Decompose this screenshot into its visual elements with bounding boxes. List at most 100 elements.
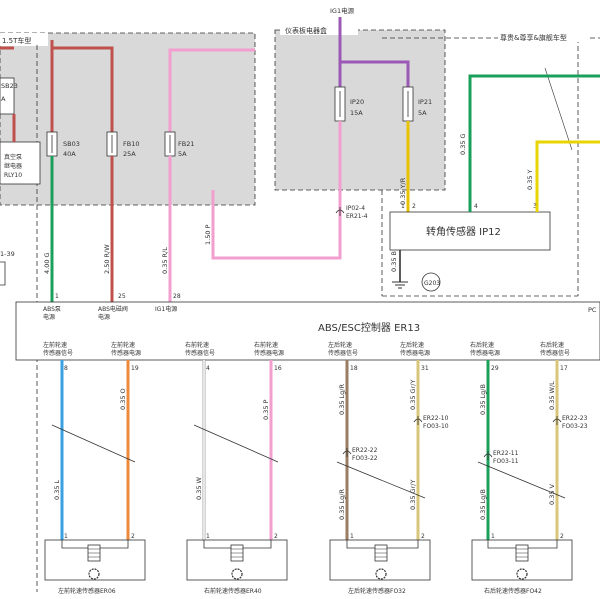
ecu-pin-28: 28 xyxy=(173,293,181,300)
fuse-sb23: SB23 A xyxy=(0,77,18,115)
wire-label-035rl: 0.35 R/L xyxy=(161,247,169,274)
ecu-label-valve: ABS电磁阀 xyxy=(98,305,128,313)
twist-rf xyxy=(193,424,279,463)
angle-sensor-ip12: 转角传感器 IP12 1 2 4 3 xyxy=(389,203,551,251)
svg-text:2: 2 xyxy=(412,203,416,210)
trim-label-pointer xyxy=(544,67,573,151)
svg-text:右后轮速传感器FO42: 右后轮速传感器FO42 xyxy=(484,587,542,595)
green-top-wire xyxy=(468,74,600,205)
svg-text:右后轮速: 右后轮速 xyxy=(470,341,494,349)
svg-text:IP21: IP21 xyxy=(418,98,432,106)
svg-text:ER22-10: ER22-10 xyxy=(423,415,449,422)
svg-text:A: A xyxy=(1,95,6,103)
svg-text:2: 2 xyxy=(274,533,278,540)
ig1-power-label: IG1电源 xyxy=(330,6,355,15)
trim-label-bg xyxy=(498,32,588,42)
inline-connector-er22-11: ER22-11 FO03-11 xyxy=(483,450,519,465)
wire-label-035g: 0.35 G xyxy=(459,133,467,155)
wheel-sensor-fo32: 1 2 左后轮速传感器FO32 xyxy=(329,533,431,595)
svg-text:1: 1 xyxy=(491,533,495,540)
ecu-right-edge-label: PC xyxy=(588,306,597,314)
svg-text:右后轮速: 右后轮速 xyxy=(540,341,564,349)
svg-text:1: 1 xyxy=(401,203,405,210)
wire-label-035b: 0.35 B xyxy=(390,251,398,272)
svg-text:传感器信号: 传感器信号 xyxy=(43,349,73,357)
twist-rr xyxy=(477,461,566,499)
ecu-er13-box xyxy=(15,301,600,361)
ecu-pin-25: 25 xyxy=(118,293,126,300)
wire-label-150p: 1.50 P xyxy=(204,224,212,245)
wire-label-400g: 4.00 G xyxy=(43,252,51,274)
svg-text:传感器电源: 传感器电源 xyxy=(400,349,430,357)
fusebox-label: 仪表板电器盒 xyxy=(285,26,327,35)
left-region-label-bg xyxy=(0,33,48,46)
wire-label-035lgr-a: 0.35 Lg/R xyxy=(338,384,346,415)
svg-text:继电器: 继电器 xyxy=(4,162,22,170)
svg-text:5A: 5A xyxy=(178,150,187,158)
svg-text:右前轮速: 右前轮速 xyxy=(185,341,209,349)
wheel-sensor-fo42-gear-icon xyxy=(516,568,528,580)
svg-text:FO03-23: FO03-23 xyxy=(562,423,588,430)
svg-text:ER22-23: ER22-23 xyxy=(562,415,588,422)
svg-text:RLY10: RLY10 xyxy=(4,172,22,179)
svg-text:G203: G203 xyxy=(424,280,440,287)
svg-text:1: 1 xyxy=(206,533,210,540)
wheel-sensor-fo32-gear-icon xyxy=(375,568,387,580)
wheel-sensor-er40: 1 2 右前轮速传感器ER40 xyxy=(186,533,288,595)
wire-label-035v: 0.35 V xyxy=(548,483,556,505)
ecu-label-abs-pump-2: 电源 xyxy=(43,313,55,321)
wheel-sensor-er06-gear-icon xyxy=(88,568,100,580)
svg-text:左后轮速: 左后轮速 xyxy=(328,341,352,349)
twist-lf xyxy=(51,424,136,463)
svg-text:FO03-11: FO03-11 xyxy=(493,458,519,465)
svg-text:真空泵: 真空泵 xyxy=(4,153,22,161)
wire-label-035lgb-b: 0.35 Lg/B xyxy=(479,489,487,520)
wire-label-035lgb-a: 0.35 Lg/B xyxy=(479,384,487,415)
wire-label-035l: 0.35 L xyxy=(53,479,61,500)
wire-label-250rw: 2.50 R/W xyxy=(103,244,111,274)
wire-label-035o: 0.35 O xyxy=(119,388,127,410)
ecu-bottom-labels: 左前轮速 传感器信号 左前轮速 传感器电源 右前轮速 传感器信号 右前轮速 传感… xyxy=(43,341,570,357)
inline-connector-er22-22: ER22-22 FO03-22 xyxy=(342,447,378,462)
svg-text:左前轮速: 左前轮速 xyxy=(43,341,67,349)
fuse-fb10: FB10 25A xyxy=(106,131,139,158)
wire-label-035gry-b: 0.35 Gr/Y xyxy=(409,480,417,510)
ecu-label-valve-2: 电源 xyxy=(98,313,110,321)
svg-text:传感器电源: 传感器电源 xyxy=(254,349,284,357)
trim-region-label: 尊贵&尊享&旗舰车型 xyxy=(500,33,567,42)
relay-rly10: 真空泵 继电器 RLY10 xyxy=(0,141,41,185)
svg-text:FO03-22: FO03-22 xyxy=(352,455,378,462)
left-connector-stub: 1-39 xyxy=(0,250,15,286)
svg-text:FO03-10: FO03-10 xyxy=(423,423,449,430)
svg-text:5A: 5A xyxy=(418,109,427,117)
ecu-label-ig1: IG1电源 xyxy=(155,305,177,313)
fb21-feed-wire xyxy=(168,48,255,132)
inline-connector-er22-23: ER22-23 FO03-23 xyxy=(552,415,588,430)
svg-text:SB23: SB23 xyxy=(1,82,18,90)
wire-label-035lgr-b: 0.35 Lg/R xyxy=(338,489,346,520)
wheel-sensor-er40-gear-icon xyxy=(231,568,243,580)
svg-text:ER22-11: ER22-11 xyxy=(493,450,519,457)
svg-text:1: 1 xyxy=(350,533,354,540)
wire-label-035yr: 0.35 Y/R xyxy=(399,177,407,205)
svg-text:25A: 25A xyxy=(123,150,136,158)
yellow-top-wire xyxy=(535,140,600,205)
svg-text:IP02-4: IP02-4 xyxy=(346,205,365,212)
wire-label-035w: 0.35 W xyxy=(195,476,203,500)
svg-text:ER21-4: ER21-4 xyxy=(346,213,368,220)
svg-text:FB21: FB21 xyxy=(178,140,194,148)
svg-text:1-39: 1-39 xyxy=(0,250,15,258)
pin-18: 18 xyxy=(350,365,358,372)
inline-connector-ip02: IP02-4 ER21-4 xyxy=(335,205,368,220)
ecu-er13-label: ABS/ESC控制器 ER13 xyxy=(318,321,420,334)
svg-text:40A: 40A xyxy=(63,150,76,158)
svg-text:转角传感器 IP12: 转角传感器 IP12 xyxy=(426,225,501,238)
wire-ip20-to-ecu xyxy=(211,121,342,260)
wire-label-035gry-a: 0.35 Gr/Y xyxy=(409,380,417,410)
svg-text:右前轮速传感器ER40: 右前轮速传感器ER40 xyxy=(204,587,262,595)
svg-text:传感器信号: 传感器信号 xyxy=(328,349,358,357)
pin-31: 31 xyxy=(421,365,429,372)
ecu-pin-1: 1 xyxy=(55,293,59,300)
fusebox-label-bg xyxy=(280,25,358,35)
